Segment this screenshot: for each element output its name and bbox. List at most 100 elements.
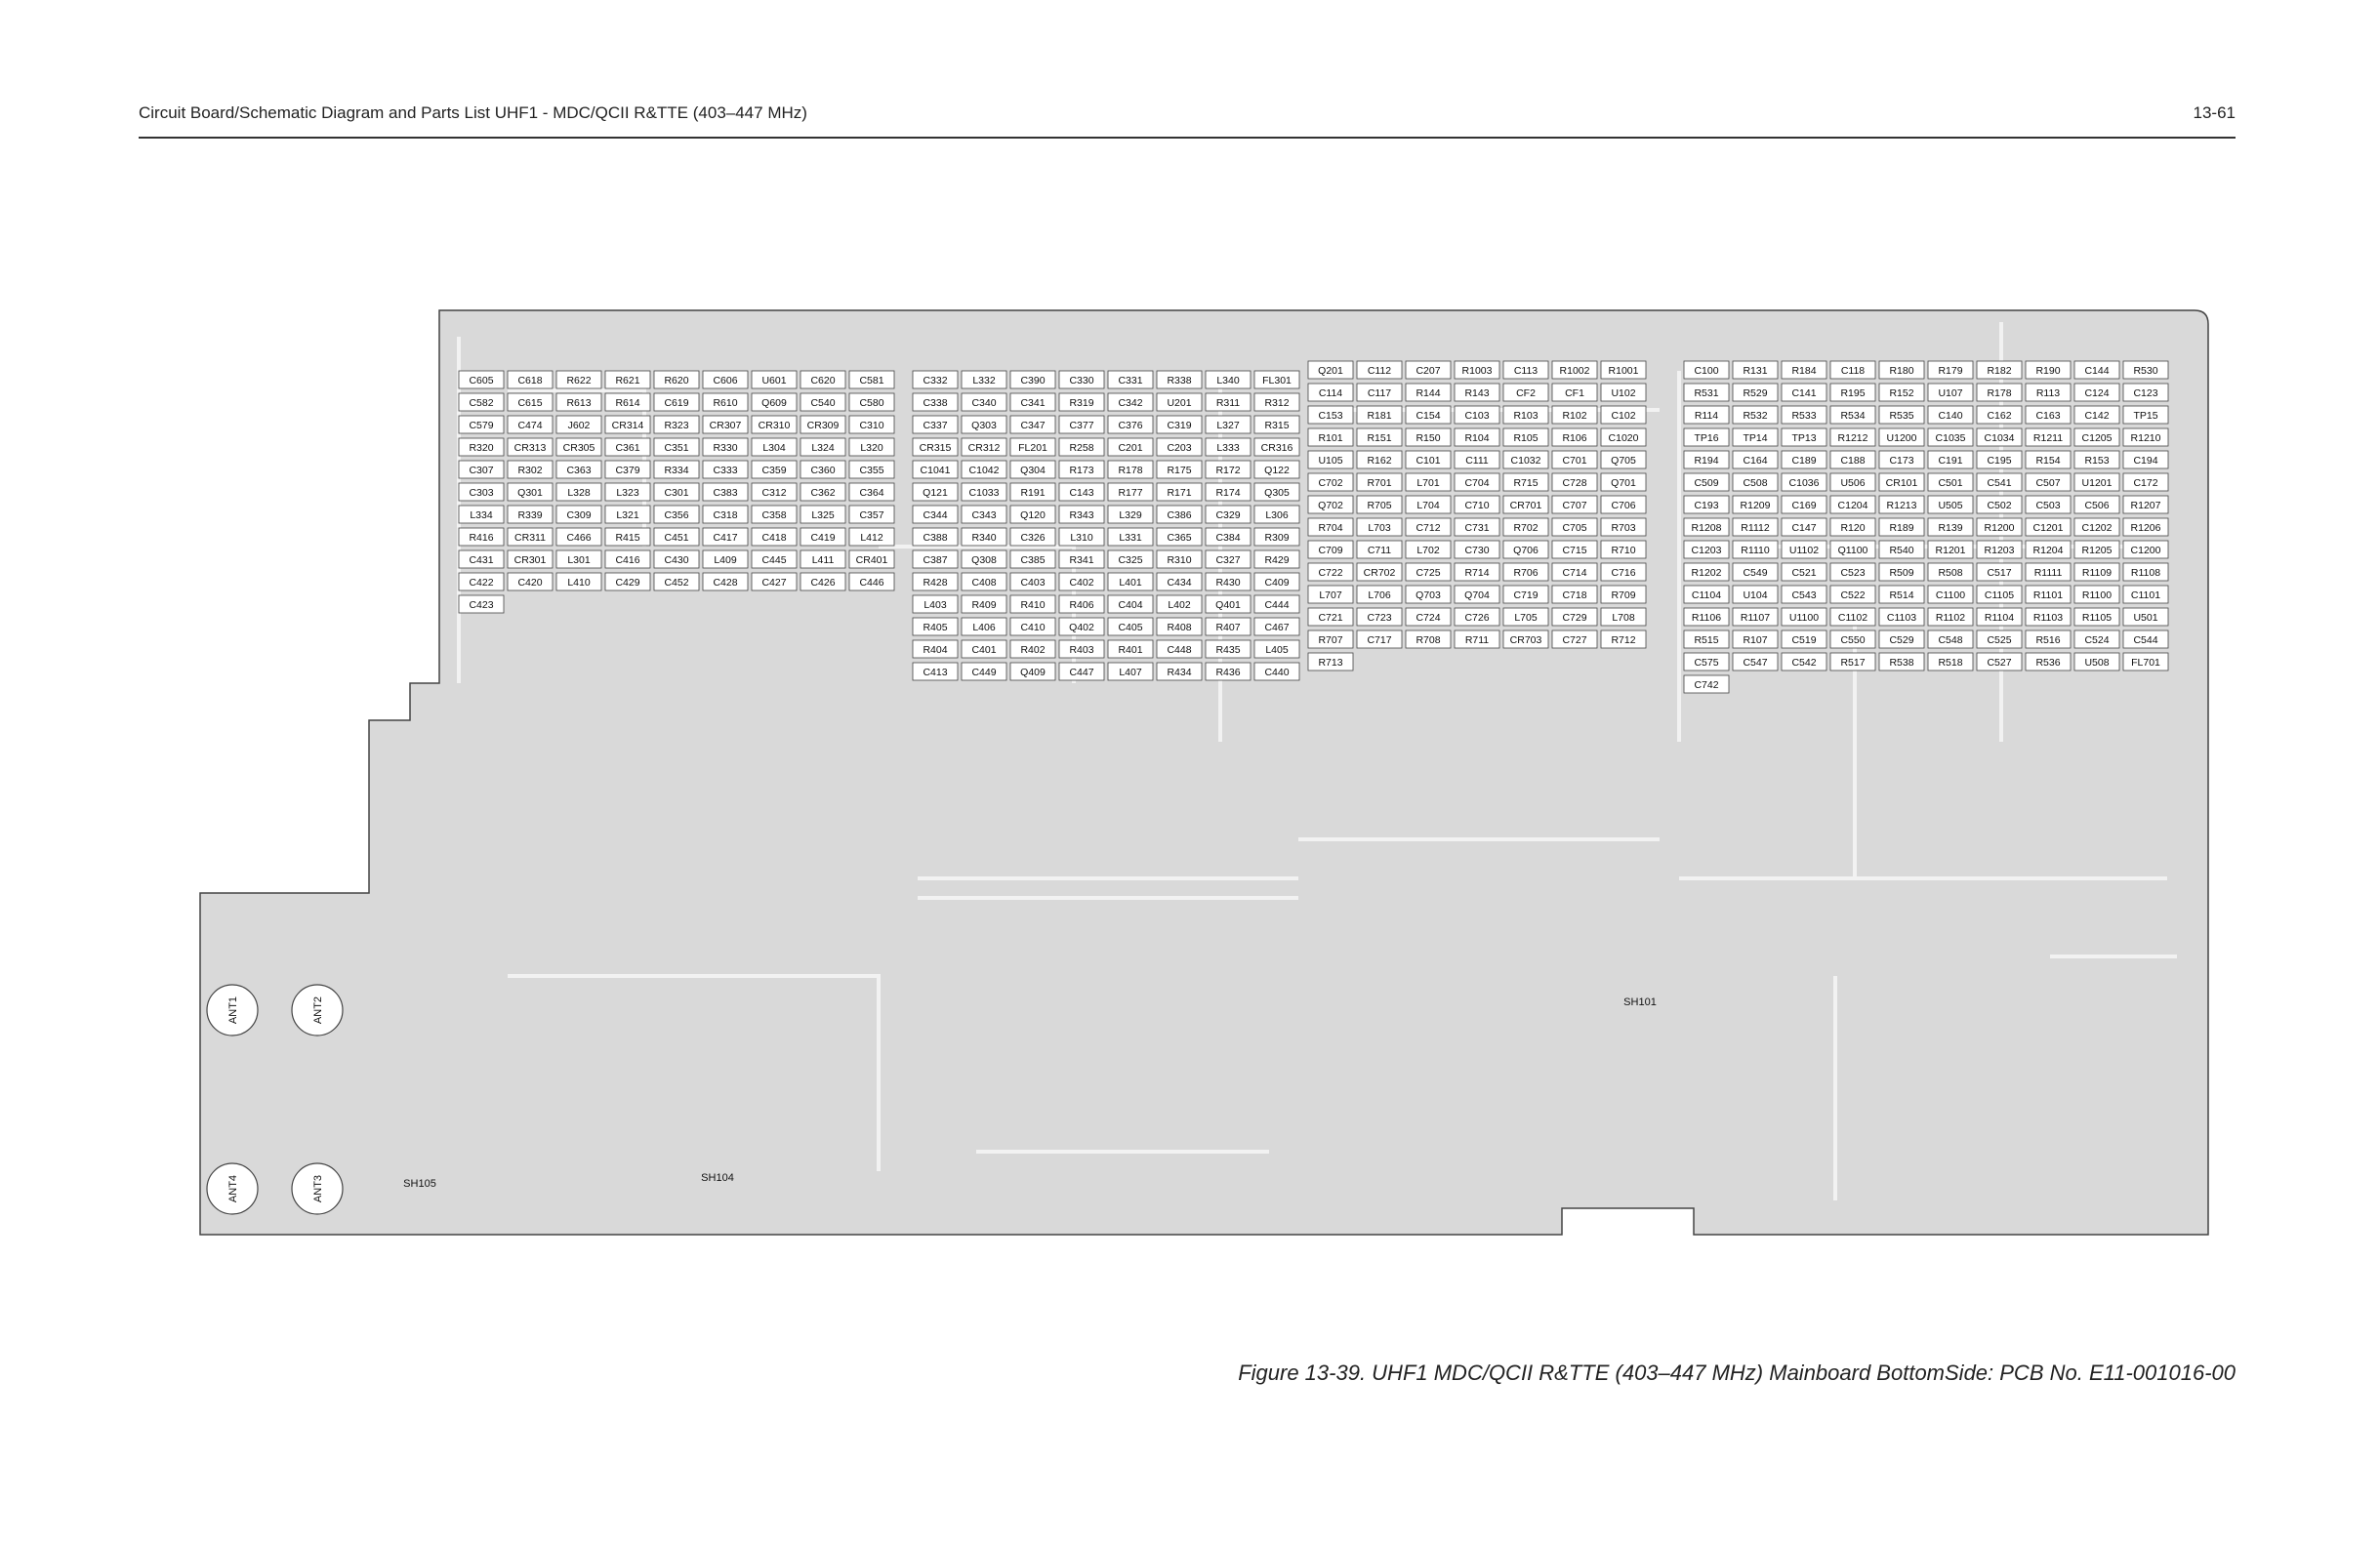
component-pad bbox=[1927, 607, 1974, 627]
component-pad bbox=[458, 505, 505, 524]
component-pad bbox=[702, 549, 749, 569]
component-label: C1104 bbox=[1692, 589, 1721, 601]
component-pad bbox=[2073, 472, 2120, 492]
component-label: Q303 bbox=[971, 420, 997, 431]
component-label: R429 bbox=[1264, 554, 1289, 566]
component-label: C1036 bbox=[1789, 477, 1820, 489]
component-pad bbox=[507, 392, 554, 412]
component-pad bbox=[1205, 639, 1252, 659]
component-label: R514 bbox=[1889, 589, 1913, 601]
component-pad bbox=[961, 370, 1007, 389]
component-label: C1102 bbox=[1838, 612, 1867, 624]
component-label: FL301 bbox=[1262, 375, 1292, 386]
component-pad bbox=[912, 482, 959, 502]
component-pad bbox=[2025, 607, 2072, 627]
component-pad bbox=[1107, 617, 1154, 636]
component-label: R614 bbox=[615, 397, 639, 409]
pcb-pads bbox=[458, 360, 2169, 694]
component-pad bbox=[1205, 415, 1252, 434]
component-pad bbox=[1600, 540, 1647, 559]
component-pad bbox=[1600, 360, 1647, 380]
component-pad bbox=[1878, 540, 1925, 559]
component-label: C195 bbox=[1987, 455, 2011, 467]
component-pad bbox=[1253, 460, 1300, 479]
component-label: C164 bbox=[1743, 455, 1767, 467]
component-label: R708 bbox=[1416, 634, 1440, 646]
component-pad bbox=[1878, 427, 1925, 447]
component-pad bbox=[1781, 517, 1827, 537]
component-pad bbox=[1732, 585, 1779, 604]
component-label: Q702 bbox=[1318, 500, 1343, 511]
component-label: C728 bbox=[1562, 477, 1586, 489]
component-pad bbox=[2025, 652, 2072, 671]
component-pad bbox=[1551, 450, 1598, 469]
component-label: R181 bbox=[1367, 410, 1391, 422]
component-pad bbox=[507, 505, 554, 524]
component-pad bbox=[1927, 405, 1974, 425]
component-label: Q701 bbox=[1611, 477, 1636, 489]
component-label: L406 bbox=[972, 622, 996, 633]
component-pad bbox=[1307, 450, 1354, 469]
component-pad bbox=[1927, 427, 1974, 447]
component-label: R153 bbox=[2084, 455, 2109, 467]
component-label: Q122 bbox=[1264, 465, 1290, 476]
component-label: C466 bbox=[566, 532, 591, 544]
component-pad bbox=[1205, 662, 1252, 681]
component-pad bbox=[1356, 517, 1403, 537]
component-label: R714 bbox=[1464, 567, 1489, 579]
component-pad bbox=[1683, 630, 1730, 649]
component-label: C620 bbox=[810, 375, 835, 386]
component-label: CR307 bbox=[710, 420, 742, 431]
component-label: C141 bbox=[1791, 387, 1816, 399]
component-pad bbox=[458, 527, 505, 547]
component-pad bbox=[1829, 450, 1876, 469]
component-label: Q304 bbox=[1020, 465, 1046, 476]
component-label: R711 bbox=[1465, 634, 1489, 646]
component-pad bbox=[912, 572, 959, 591]
component-pad bbox=[1205, 392, 1252, 412]
component-pad bbox=[800, 370, 846, 389]
component-pad bbox=[1058, 482, 1105, 502]
component-label: L401 bbox=[1119, 577, 1142, 589]
component-label: R131 bbox=[1743, 365, 1767, 377]
component-label: C445 bbox=[761, 554, 786, 566]
component-label: U201 bbox=[1167, 397, 1191, 409]
component-pad bbox=[1781, 585, 1827, 604]
component-label: R402 bbox=[1020, 644, 1045, 656]
component-label: L405 bbox=[1265, 644, 1289, 656]
component-label: R536 bbox=[2035, 657, 2060, 669]
component-pad bbox=[1405, 427, 1452, 447]
component-label: C1034 bbox=[1985, 432, 2015, 444]
component-pad bbox=[1205, 505, 1252, 524]
component-pad bbox=[1878, 652, 1925, 671]
component-label: L327 bbox=[1216, 420, 1240, 431]
component-label: C712 bbox=[1416, 522, 1440, 534]
component-label: C356 bbox=[664, 509, 688, 521]
component-label: C422 bbox=[469, 577, 493, 589]
component-pad bbox=[2073, 383, 2120, 402]
component-label: C403 bbox=[1020, 577, 1045, 589]
component-label: C547 bbox=[1743, 657, 1767, 669]
antenna-pad bbox=[206, 1162, 259, 1215]
component-label: C303 bbox=[469, 487, 493, 499]
component-label: U501 bbox=[2133, 612, 2157, 624]
component-label: C309 bbox=[566, 509, 591, 521]
component-label: C579 bbox=[469, 420, 493, 431]
component-pad bbox=[1732, 517, 1779, 537]
component-label: R312 bbox=[1264, 397, 1289, 409]
component-pad bbox=[1600, 427, 1647, 447]
component-label: CR310 bbox=[759, 420, 791, 431]
component-pad bbox=[2073, 427, 2120, 447]
component-label: Q301 bbox=[517, 487, 543, 499]
component-label: R530 bbox=[2133, 365, 2157, 377]
component-label: L410 bbox=[567, 577, 591, 589]
component-label: C1204 bbox=[1838, 500, 1868, 511]
component-label: C355 bbox=[859, 465, 883, 476]
component-pad bbox=[702, 370, 749, 389]
component-label: R113 bbox=[2036, 387, 2060, 399]
component-label: R101 bbox=[1318, 432, 1342, 444]
component-label: R174 bbox=[1215, 487, 1240, 499]
component-label: R534 bbox=[1840, 410, 1865, 422]
component-pad bbox=[1454, 405, 1500, 425]
component-label: C705 bbox=[1562, 522, 1586, 534]
